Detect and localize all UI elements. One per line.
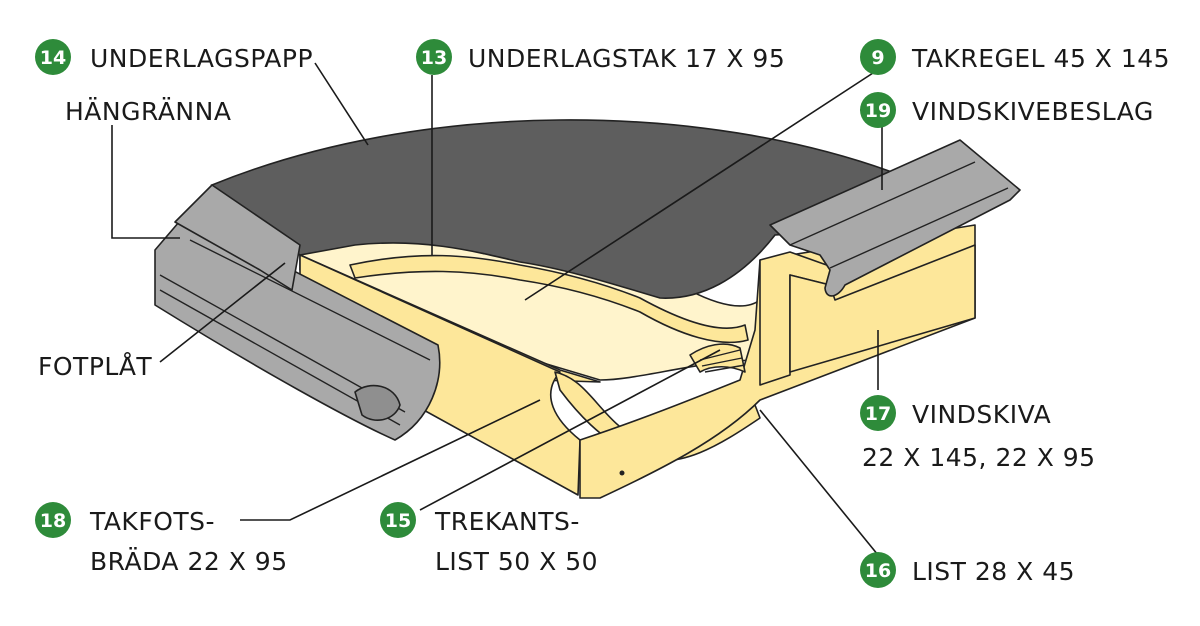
svg-text:19: 19: [865, 100, 891, 122]
label-trekantslist-line1: TREKANTS-: [434, 507, 580, 536]
svg-text:17: 17: [865, 403, 891, 425]
label-hangranna: HÄNGRÄNNA: [65, 97, 231, 126]
label-takfotsbrada-line2: BRÄDA 22 X 95: [90, 547, 288, 576]
deck-board-edge: [349, 254, 749, 344]
lead-takregel: [524, 72, 874, 301]
svg-text:16: 16: [865, 560, 891, 582]
fotplat-edge: [174, 184, 301, 291]
badge-takregel: 9: [860, 39, 896, 75]
label-vindskiva-line2: 22 X 145, 22 X 95: [862, 443, 1096, 472]
svg-text:15: 15: [385, 510, 411, 532]
badge-vindskiva: 17: [860, 395, 896, 431]
badge-underlagspapp: 14: [35, 39, 71, 75]
flashing-fold: [789, 161, 1009, 269]
list-profile: [699, 349, 746, 373]
label-takregel: TAKREGEL 45 X 145: [911, 44, 1170, 73]
badge-list: 16: [860, 552, 896, 588]
label-underlagspapp: UNDERLAGSPAPP: [90, 44, 313, 73]
badge-takfotsbrada: 18: [35, 502, 71, 538]
lead-underlagspapp: [314, 62, 369, 146]
svg-text:13: 13: [421, 47, 447, 69]
vindskivebeslag-flashing: [769, 139, 1021, 297]
lead-trekantslist: [419, 349, 721, 511]
label-vindskivebeslag: VINDSKIVEBESLAG: [912, 97, 1154, 126]
badge-underlagstak: 13: [416, 39, 452, 75]
lead-list: [759, 409, 879, 556]
label-fotplat: FOTPLÅT: [38, 352, 152, 381]
label-underlagstak: UNDERLAGSTAK 17 X 95: [468, 44, 785, 73]
lead-hangranna: [111, 125, 180, 239]
label-list: LIST 28 X 45: [912, 557, 1075, 586]
lead-fotplat: [159, 262, 286, 363]
nail-head: [619, 470, 625, 476]
badge-vindskivebeslag: 19: [860, 92, 896, 128]
gutter-bead: [354, 384, 401, 421]
hangranna-gutter-body: [154, 214, 441, 441]
svg-text:14: 14: [40, 47, 66, 69]
lead-takfotsbrada: [240, 399, 541, 521]
label-trekantslist-line2: LIST 50 X 50: [435, 547, 598, 576]
svg-text:18: 18: [40, 510, 66, 532]
svg-text:9: 9: [871, 47, 884, 69]
label-vindskiva-line1: VINDSKIVA: [912, 400, 1051, 429]
badge-trekantslist: 15: [380, 502, 416, 538]
underlagspapp-sheet: [210, 119, 983, 299]
label-takfotsbrada-line1: TAKFOTS-: [89, 507, 215, 536]
